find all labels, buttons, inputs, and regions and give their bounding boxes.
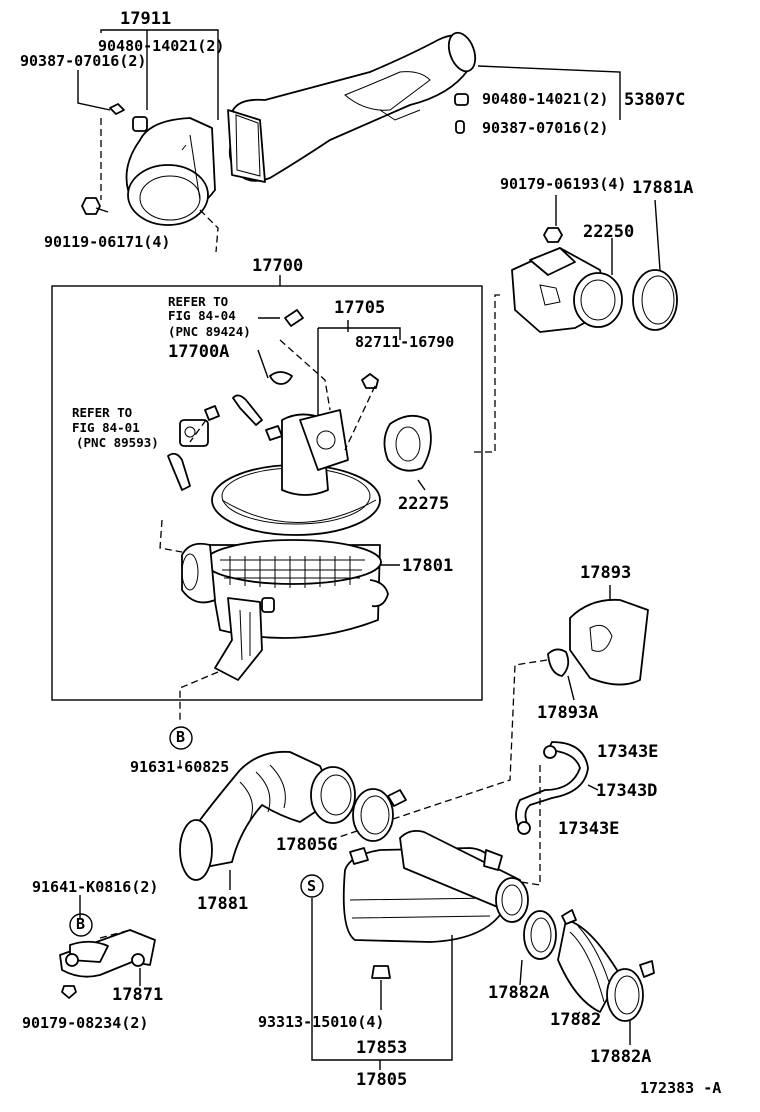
label-17805: 17805 (356, 1070, 407, 1090)
label-17801: 17801 (402, 556, 453, 576)
label-17882: 17882 (550, 1010, 601, 1030)
label-90119: 90119-06171(4) (44, 233, 170, 251)
label-refer-1b: FIG 84-04 (168, 308, 236, 323)
callout-circle-b1 (169, 726, 193, 750)
label-refer-2c: (PNC 89593) (76, 435, 159, 450)
label-90480-b: 90480-14021(2) (482, 90, 608, 108)
label-91631: 91631-60825 (130, 758, 229, 776)
diagram-id: 172383 -A (640, 1079, 721, 1097)
part-17805-resonator (311, 829, 529, 1070)
part-22250-airflow-meter (470, 195, 678, 453)
part-17700-air-cleaner (159, 309, 432, 722)
label-90480-a: 90480-14021(2) (98, 37, 224, 55)
label-22275: 22275 (398, 494, 449, 514)
part-17881-duct (179, 750, 407, 890)
label-17700: 17700 (252, 256, 303, 276)
label-17881: 17881 (197, 894, 248, 914)
label-17882a-a: 17882A (488, 983, 549, 1003)
label-17882a-b: 17882A (590, 1047, 651, 1067)
assembly-box-17700 (51, 285, 483, 701)
part-17871-bracket (59, 895, 156, 999)
label-22250: 22250 (583, 222, 634, 242)
label-17343e-b: 17343E (558, 819, 619, 839)
label-90387-a: 90387-07016(2) (20, 52, 146, 70)
part-53807c-duct (227, 31, 621, 183)
label-refer-2b: FIG 84-01 (72, 420, 140, 435)
label-17881a: 17881A (632, 178, 693, 198)
label-refer-1a: REFER TO (168, 294, 228, 309)
callout-b1: B (176, 728, 185, 746)
part-17343-hoses (507, 741, 599, 886)
callout-circle-b2 (69, 913, 93, 937)
label-17343e-a: 17343E (597, 742, 658, 762)
label-17911: 17911 (120, 9, 171, 29)
label-refer-2a: REFER TO (72, 405, 132, 420)
label-17805g: 17805G (276, 835, 337, 855)
part-17911-connector (77, 29, 219, 253)
label-93313: 93313-15010(4) (258, 1013, 384, 1031)
label-17343d: 17343D (596, 781, 657, 801)
label-17893a: 17893A (537, 703, 598, 723)
label-90179-b: 90179-08234(2) (22, 1014, 148, 1032)
label-refer-1c: (PNC 89424) (168, 324, 251, 339)
callout-circle-s (300, 874, 324, 898)
callout-s: S (307, 877, 316, 895)
label-82711: 82711-16790 (355, 333, 454, 351)
part-17893-cover (329, 585, 649, 841)
label-90179-a: 90179-06193(4) (500, 175, 626, 193)
label-53807c: 53807C (624, 90, 685, 110)
label-17700a: 17700A (168, 342, 229, 362)
label-17705: 17705 (334, 298, 385, 318)
callout-b2: B (76, 915, 85, 933)
label-17871: 17871 (112, 985, 163, 1005)
label-91641: 91641-K0816(2) (32, 878, 158, 896)
part-17882-sleeve (519, 909, 655, 1045)
label-17893: 17893 (580, 563, 631, 583)
label-17853: 17853 (356, 1038, 407, 1058)
label-90387-b: 90387-07016(2) (482, 119, 608, 137)
